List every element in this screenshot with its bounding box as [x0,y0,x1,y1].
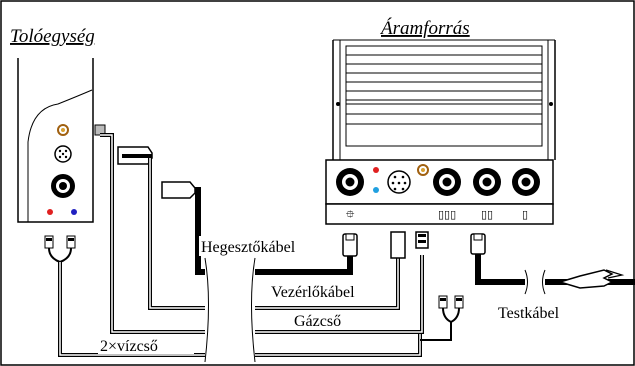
water-in-blue-dot [71,209,77,215]
water-out-red-dot [47,209,53,215]
wire-feeder-unit [17,58,94,223]
panel-mark-3: ▯▯ [481,209,493,221]
water-hose-label: 2×vízcső [100,338,158,355]
welding-cable [195,187,353,275]
ground-clamp-icon [557,269,625,289]
source-gas-plug-icon [415,231,429,249]
label-strip [325,203,554,225]
control-cable-label: Vezérlőkábel [271,284,355,301]
ground-cable-break-zone [524,269,546,295]
power-source-unit: ⯐ ▯▯▯ ▯▯ ▯ [325,39,556,225]
source-ground-plug-icon [470,233,486,255]
source-control-plug-icon [390,231,406,259]
panel-mark-1: ⯐ [346,209,355,221]
ground-cable-label: Testkábel [498,305,560,322]
source-welding-plug-icon [342,233,358,257]
panel-cyan-dot [373,187,379,193]
welding-cable-plug-icon [161,181,196,199]
feeder-title: Tolóegység [10,26,95,47]
panel-mark-4: ▯ [522,209,528,221]
power-source-title: Áramforrás [379,17,470,39]
cable-break-zone [204,257,256,363]
welding-cable-label: Hegesztőkábel [201,239,296,256]
gas-hose-label: Gázcső [294,313,341,330]
panel-red-dot [373,167,379,173]
panel-mark-2: ▯▯▯ [438,209,456,221]
feeder-water-couplings [44,235,76,264]
source-water-couplings [420,295,464,341]
